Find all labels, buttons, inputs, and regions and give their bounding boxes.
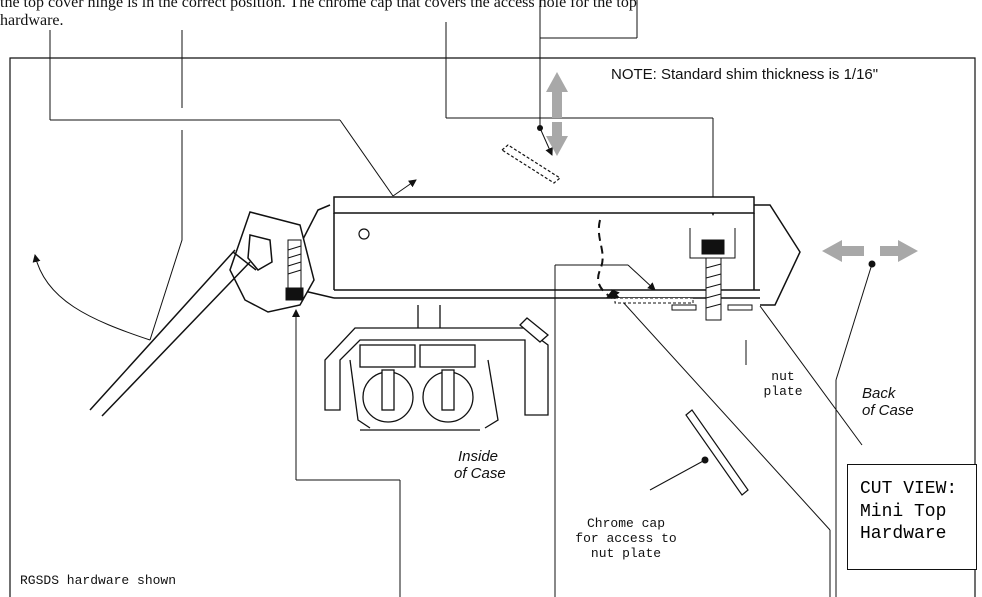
horizontal-adjust-arrows — [822, 240, 918, 262]
header-line-2: hardware. — [0, 12, 64, 29]
chrome-cap-line-1: Chrome cap — [586, 516, 665, 531]
chrome-cap-label: Chrome cap for access to nut plate — [556, 516, 696, 562]
nut-plate-line-2: plate — [763, 383, 803, 399]
chrome-cap — [685, 409, 749, 496]
nut-plate-line-1: nut — [771, 369, 795, 384]
cut-view-box: CUT VIEW: Mini Top Hardware — [847, 464, 977, 570]
inside-of-case-line-2: of Case — [454, 465, 506, 483]
case-body — [299, 196, 801, 306]
vertical-adjust-arrows — [546, 72, 568, 156]
shim-note: NOTE: Standard shim thickness is 1/16" — [611, 66, 879, 83]
inside-of-case-label: Inside of Case — [454, 448, 506, 483]
chrome-cap-line-2: for access to — [575, 530, 677, 546]
cut-view-title: CUT VIEW: — [860, 479, 958, 499]
cut-view-line-3: Hardware — [860, 524, 947, 544]
back-of-case-line-2: of Case — [862, 402, 914, 420]
cut-view-line-2: Mini Top — [860, 501, 947, 522]
frame-border — [9, 57, 976, 597]
leader-dots — [537, 125, 876, 464]
hardware-shown-caption: RGSDS hardware shown — [20, 573, 177, 588]
header-line-1: the top cover hinge is in the correct po… — [0, 0, 637, 11]
leader-lines — [32, 0, 873, 597]
shim-piece — [500, 144, 562, 184]
wrench-tool — [89, 211, 315, 417]
inside-of-case-line-1: Inside — [458, 448, 499, 465]
nut-plate-label: nut plate — [752, 369, 814, 400]
left-bolt — [285, 239, 304, 301]
inside-of-case-assembly — [324, 305, 550, 431]
back-of-case-label: Back of Case — [862, 385, 914, 420]
chrome-cap-line-3: nut plate — [590, 545, 662, 561]
right-bolt — [614, 228, 753, 321]
back-of-case-line-1: Back — [862, 385, 896, 402]
